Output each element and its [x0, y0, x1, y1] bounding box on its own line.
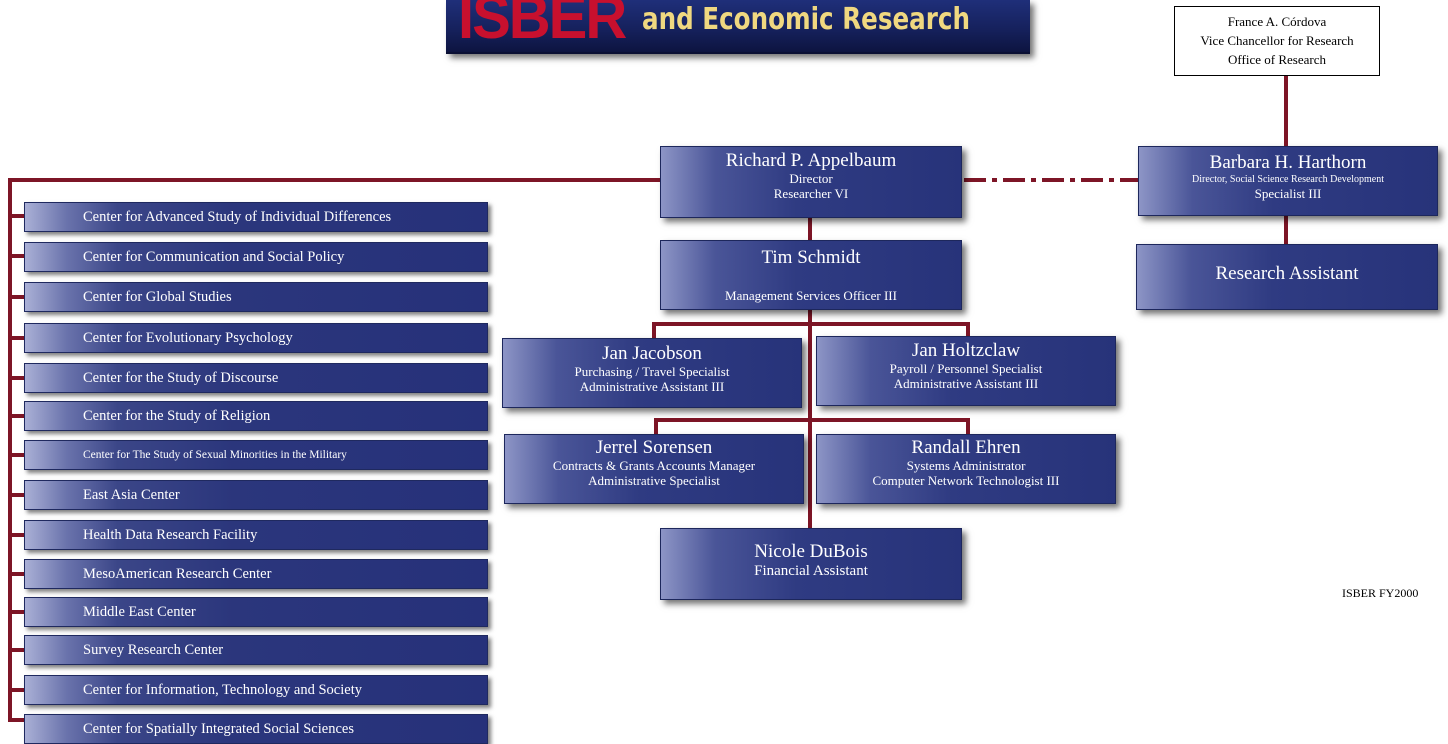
holtzclaw-name: Jan Holtzclaw [911, 340, 1021, 361]
vice-chancellor-title: Vice Chancellor for Research [1200, 33, 1354, 48]
center-item-health-data[interactable]: Health Data Research Facility [24, 520, 488, 550]
harthorn-name: Barbara H. Harthorn [1209, 152, 1367, 173]
holtzclaw-box: Jan Holtzclaw Payroll / Personnel Specia… [816, 336, 1116, 406]
center-item-east-asia[interactable]: East Asia Center [24, 480, 488, 510]
director-title: Director [789, 171, 833, 186]
jacobson-title-2: Administrative Assistant III [579, 379, 725, 394]
ehren-name: Randall Ehren [911, 437, 1021, 458]
center-item-global-studies[interactable]: Center for Global Studies [24, 282, 488, 312]
harthorn-box: Barbara H. Harthorn Director, Social Sci… [1138, 146, 1438, 216]
isber-banner: ISBER and Economic Research [446, 0, 1030, 54]
center-item-survey-research[interactable]: Survey Research Center [24, 635, 488, 665]
vice-chancellor-box: France A. Córdova Vice Chancellor for Re… [1174, 6, 1380, 76]
center-item-middle-east[interactable]: Middle East Center [24, 597, 488, 627]
ehren-title-2: Computer Network Technologist III [872, 473, 1060, 488]
vice-chancellor-office: Office of Research [1228, 52, 1326, 67]
vice-chancellor-name: France A. Córdova [1227, 14, 1327, 29]
center-item-evolutionary-psychology[interactable]: Center for Evolutionary Psychology [24, 323, 488, 353]
sorensen-title-2: Administrative Specialist [588, 473, 720, 488]
jacobson-box: Jan Jacobson Purchasing / Travel Special… [502, 338, 802, 408]
center-item-communication[interactable]: Center for Communication and Social Poli… [24, 242, 488, 272]
ehren-title: Systems Administrator [906, 458, 1026, 473]
schmidt-name: Tim Schmidt [761, 247, 861, 268]
harthorn-title: Director, Social Science Research Develo… [1191, 174, 1385, 185]
sorensen-box: Jerrel Sorensen Contracts & Grants Accou… [504, 434, 804, 504]
isber-logo: ISBER [458, 0, 627, 52]
center-item-sexual-minorities[interactable]: Center for The Study of Sexual Minoritie… [24, 440, 488, 470]
jacobson-title: Purchasing / Travel Specialist [574, 364, 730, 379]
center-item-discourse[interactable]: Center for the Study of Discourse [24, 363, 488, 393]
dubois-box: Nicole DuBois Financial Assistant [660, 528, 962, 600]
schmidt-box: Tim Schmidt Management Services Officer … [660, 240, 962, 310]
sorensen-name: Jerrel Sorensen [595, 437, 713, 458]
director-name: Richard P. Appelbaum [725, 150, 897, 171]
center-item-religion[interactable]: Center for the Study of Religion [24, 401, 488, 431]
research-assistant-name: Research Assistant [1215, 263, 1359, 284]
ehren-box: Randall Ehren Systems Administrator Comp… [816, 434, 1116, 504]
schmidt-title: Management Services Officer III [725, 288, 897, 303]
director-title-2: Researcher VI [773, 186, 849, 201]
jacobson-name: Jan Jacobson [602, 343, 702, 364]
harthorn-title-2: Specialist III [1254, 186, 1322, 201]
center-item-spatially-integrated[interactable]: Center for Spatially Integrated Social S… [24, 714, 488, 744]
center-ticks [10, 214, 24, 692]
sorensen-title: Contracts & Grants Accounts Manager [552, 458, 756, 473]
center-item-advanced-study[interactable]: Center for Advanced Study of Individual … [24, 202, 488, 232]
center-item-information-technology[interactable]: Center for Information, Technology and S… [24, 675, 488, 705]
dubois-name: Nicole DuBois [754, 541, 868, 562]
dubois-title: Financial Assistant [754, 563, 868, 579]
center-item-mesoamerican[interactable]: MesoAmerican Research Center [24, 559, 488, 589]
footer-mark: ISBER FY2000 [1342, 586, 1419, 600]
director-box: Richard P. Appelbaum Director Researcher… [660, 146, 962, 218]
research-assistant-box: Research Assistant [1136, 244, 1438, 310]
holtzclaw-title: Payroll / Personnel Specialist [889, 361, 1043, 376]
banner-subtitle: and Economic Research [642, 2, 970, 37]
holtzclaw-title-2: Administrative Assistant III [893, 376, 1039, 391]
